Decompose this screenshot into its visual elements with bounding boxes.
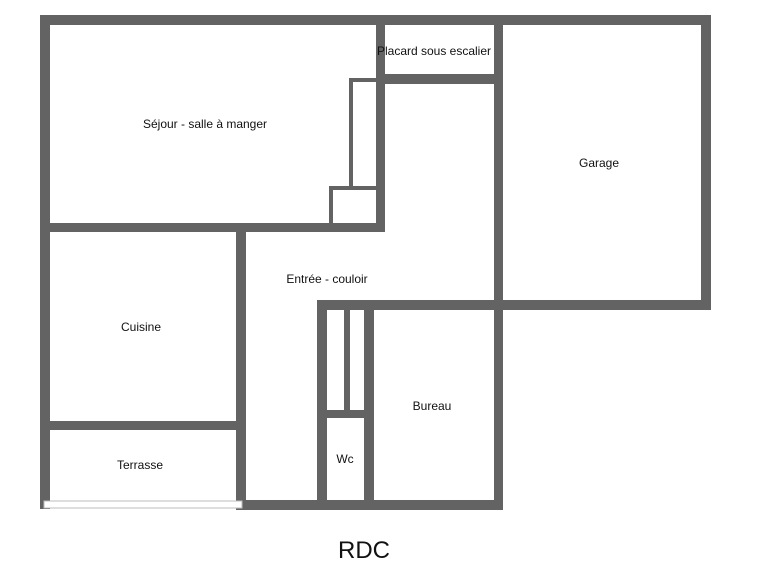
wall-garage-left — [494, 15, 503, 510]
room-label-garage: Garage — [579, 156, 619, 170]
wall-garage-right — [701, 15, 711, 310]
room-label-cuisine: Cuisine — [121, 320, 161, 334]
room-label-wc: Wc — [336, 452, 353, 466]
room-label-terrasse: Terrasse — [117, 458, 163, 472]
staircase — [329, 78, 377, 226]
wall-bureau-top — [317, 300, 503, 310]
room-label-bureau: Bureau — [413, 399, 452, 413]
wall-wc-top — [317, 410, 374, 418]
wall-cuisine-right — [236, 223, 246, 510]
wall-placard-left — [376, 15, 385, 232]
wall-shaft-divider — [344, 310, 350, 412]
wall-left — [40, 15, 50, 509]
wall-garage-bottom — [494, 300, 711, 310]
room-label-sejour: Séjour - salle à manger — [143, 117, 267, 131]
wall-placard-bottom — [376, 74, 503, 84]
terrasse-open-edge — [43, 500, 243, 509]
wall-sejour-bottom — [40, 223, 385, 232]
stair-top-edge — [349, 78, 377, 82]
stair-lower-left-edge — [329, 186, 333, 226]
walls — [40, 15, 711, 510]
room-label-entree: Entrée - couloir — [286, 272, 367, 286]
wall-wc-left — [317, 300, 327, 510]
wall-wc-right — [364, 300, 374, 510]
wall-top — [40, 15, 711, 25]
stair-left-edge — [349, 78, 353, 190]
plan-title: RDC — [338, 537, 390, 564]
room-label-placard: Placard sous escalier — [377, 44, 491, 58]
stair-step-edge — [329, 186, 377, 190]
wall-terrasse-top — [40, 421, 246, 430]
room-labels: Séjour - salle à manger Placard sous esc… — [117, 44, 619, 472]
